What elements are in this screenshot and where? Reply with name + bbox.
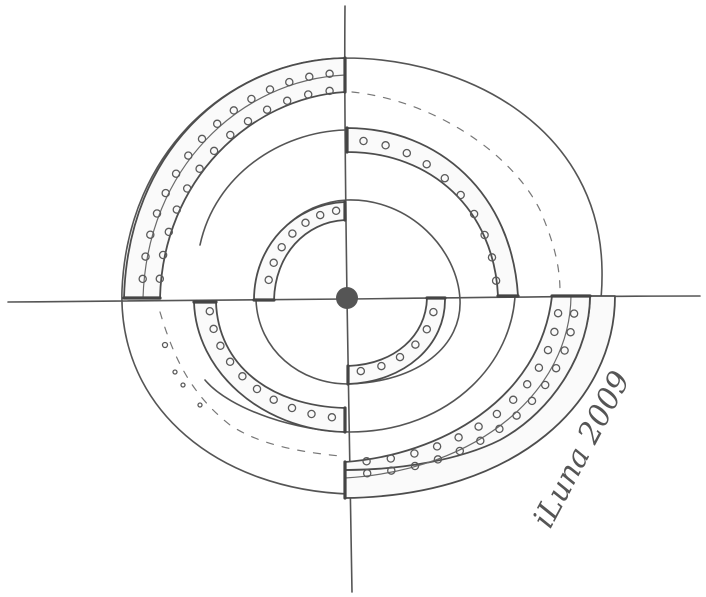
band-shape: [345, 296, 590, 470]
stray-mark: [181, 383, 185, 387]
stray-marks: [163, 343, 203, 408]
stray-mark: [173, 370, 177, 374]
band-shape: [347, 128, 518, 296]
band-shape: [254, 202, 345, 300]
stray-mark: [163, 343, 168, 348]
stray-mark: [198, 403, 202, 407]
band-middle-top-right: [347, 128, 518, 296]
band-shape: [194, 302, 345, 432]
band-inner-top-left: [254, 202, 345, 300]
band-middle-bottom-left: [194, 302, 345, 432]
center-dot: [336, 287, 358, 309]
